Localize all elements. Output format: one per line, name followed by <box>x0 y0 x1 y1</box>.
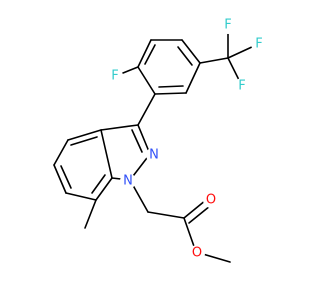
bond <box>144 44 156 65</box>
bond <box>131 129 143 153</box>
oxygen-atom: O <box>189 245 205 261</box>
bond <box>227 45 255 59</box>
molecule-diagram: F F F F N N O O <box>53 17 267 263</box>
fluorine-atom: F <box>234 78 250 94</box>
bond <box>65 192 97 201</box>
atom-label: N <box>123 174 133 189</box>
bond <box>84 199 97 229</box>
bond <box>53 164 67 194</box>
bond <box>137 93 156 126</box>
bond <box>158 85 184 88</box>
bond <box>181 39 201 64</box>
bond <box>95 177 113 201</box>
bond <box>91 174 106 194</box>
atom-label: O <box>206 193 216 208</box>
bond <box>137 66 156 95</box>
bond <box>227 57 241 83</box>
bond <box>177 46 193 66</box>
atom-label: F <box>255 37 262 52</box>
bond <box>67 129 102 141</box>
bond-layer <box>53 29 255 263</box>
atom-label: O <box>192 246 202 261</box>
oxygen-atom: O <box>203 192 219 208</box>
bond <box>60 165 72 189</box>
fluorine-atom: F <box>251 36 267 52</box>
bond <box>137 124 151 155</box>
bond <box>137 39 152 68</box>
bond <box>100 129 113 179</box>
bond <box>147 211 185 219</box>
fluorine-atom: F <box>107 68 123 84</box>
bond <box>183 199 207 219</box>
bond <box>100 124 139 131</box>
atom-label: N <box>149 148 159 163</box>
atom-label: F <box>111 69 118 84</box>
molecule-structure-view: F F F F N N O O <box>53 17 267 263</box>
atom-label: F <box>224 18 231 33</box>
atom-label: F <box>238 79 245 94</box>
bond <box>53 139 69 166</box>
bond <box>70 136 98 146</box>
atom-label-layer: F F F F N N O O <box>107 18 267 261</box>
bond <box>188 205 211 224</box>
nitrogen-atom: N <box>146 147 162 163</box>
bond <box>154 92 187 95</box>
nitrogen-atom: N <box>120 173 136 189</box>
bond <box>185 62 201 94</box>
fluorine-atom: F <box>220 18 236 34</box>
bond <box>199 57 229 64</box>
